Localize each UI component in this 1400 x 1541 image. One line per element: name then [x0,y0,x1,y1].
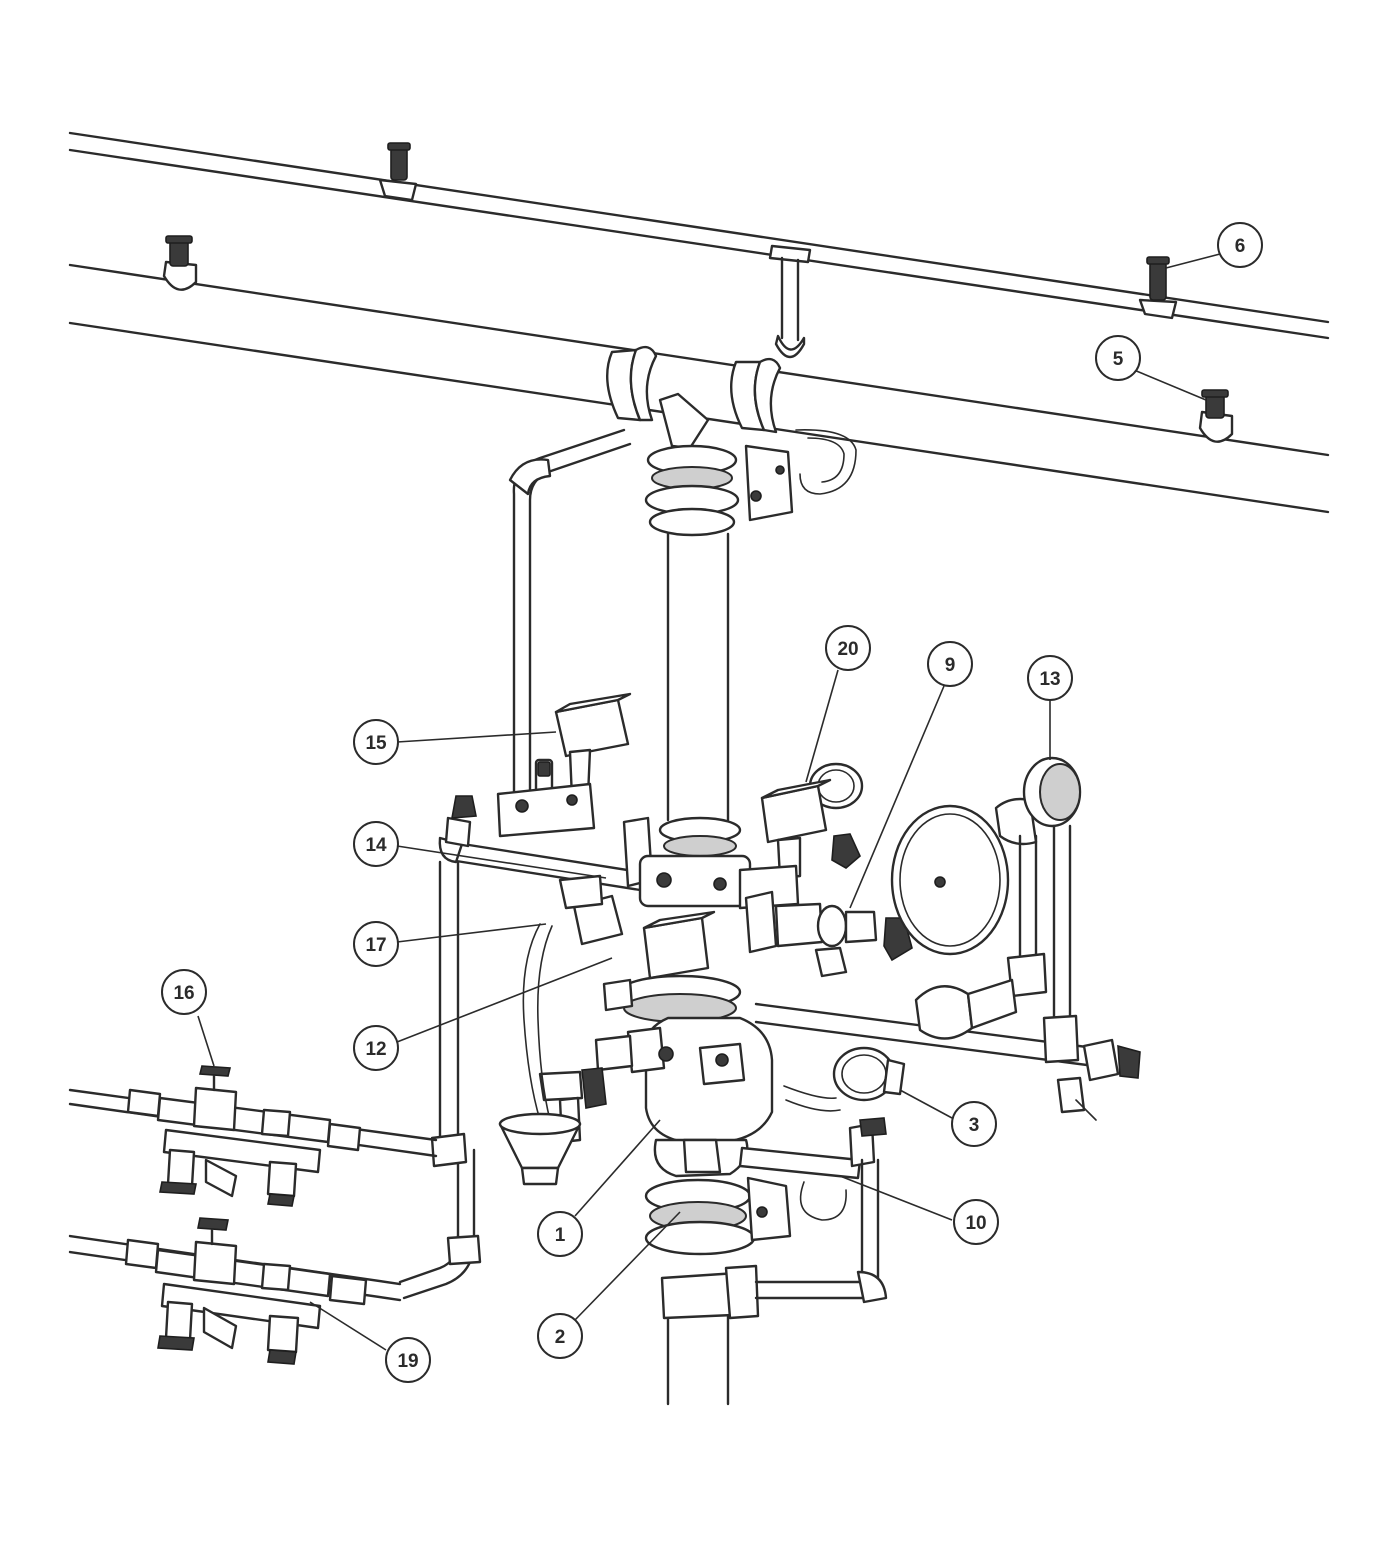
sprinkler-head-5 [1198,389,1234,443]
callout-19: 19 [385,1337,431,1383]
main-tee-fitting [606,345,782,450]
callout-circle [1095,335,1141,381]
main-valve-body-1 [538,1016,774,1144]
riser-top-flange [644,444,794,537]
callout-circle [161,969,207,1015]
callout-number: 13 [1039,669,1060,690]
callout-circle [537,1211,583,1257]
callout-number: 16 [173,983,194,1004]
left-drain-elbow-lower [398,1234,482,1300]
branch-drop-pipe [768,244,812,359]
callout-circle [927,641,973,687]
lower-trim-10 [653,1117,887,1282]
callout-10: 10 [953,1199,999,1245]
callout-number: 19 [397,1351,418,1372]
callout-20: 20 [825,625,871,671]
trim-loop-top [795,429,857,495]
supply-flange-2 [644,1176,888,1320]
sprinkler-head-upper-left [378,142,418,202]
callout-number: 17 [365,935,386,956]
leader-lines [197,253,1221,1351]
left-drain-vertical [438,860,476,1238]
callout-14: 14 [353,821,399,867]
callout-number: 6 [1235,236,1246,257]
callout-16: 16 [161,969,207,1015]
callout-circle [951,1101,997,1147]
callout-circle [353,821,399,867]
test-manifold-19 [68,1217,402,1365]
callout-number: 12 [365,1039,386,1060]
callout-number: 10 [965,1213,986,1234]
callout-12: 12 [353,1025,399,1071]
callout-number: 14 [365,835,387,856]
callout-circle [825,625,871,671]
callout-2: 2 [537,1313,583,1359]
callout-circle [353,1025,399,1071]
callout-number: 20 [837,639,858,660]
right-drain-line [754,978,1141,1121]
callout-number: 3 [969,1115,980,1136]
alarm-pressure-switch-20 [760,762,864,880]
sprinkler-head-6 [1138,256,1178,320]
gauge-assembly-13 [890,756,1082,1022]
callout-6: 6 [1217,222,1263,268]
callout-9: 9 [927,641,973,687]
callout-number: 15 [365,733,387,754]
callout-number: 1 [555,1225,566,1246]
callout-15: 15 [353,719,399,765]
callout-layer: 6 5 20 9 13 15 14 17 16 12 3 1 10 2 19 [161,222,1263,1383]
water-gauge-3 [783,1046,906,1112]
callout-number: 2 [555,1327,566,1348]
drain-hose-17 [498,923,582,1186]
left-drain-elbow-upper [430,1132,468,1168]
callout-5: 5 [1095,335,1141,381]
callout-circle [537,1313,583,1359]
callout-circle [1027,655,1073,701]
upper-branch-line [68,131,1330,340]
callout-3: 3 [951,1101,997,1147]
callout-13: 13 [1027,655,1073,701]
switch-box-12 [602,910,742,1023]
callout-number: 9 [945,655,956,676]
pressure-switch-15 [451,692,632,838]
callout-17: 17 [353,921,399,967]
left-supply-pipe [508,428,632,802]
callout-circle [353,719,399,765]
test-manifold-16 [68,1065,438,1207]
callout-circle [953,1199,999,1245]
callout-circle [385,1337,431,1383]
callout-circle [1217,222,1263,268]
trim-manifold-horizontal [438,816,642,892]
sprinkler-head-main-left [162,235,198,291]
callout-number: 5 [1113,349,1124,370]
callout-circle [353,921,399,967]
trim-valve-9 [744,890,913,978]
callout-1: 1 [537,1211,583,1257]
